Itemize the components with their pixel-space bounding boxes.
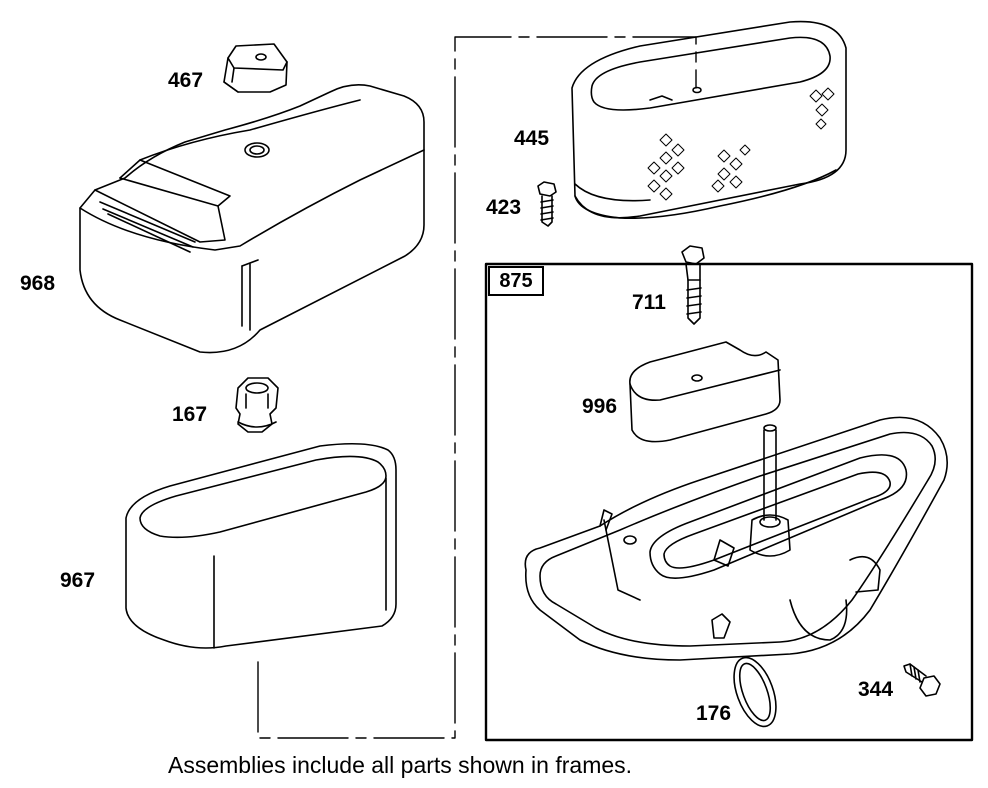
filter-diamond-pattern bbox=[647, 87, 835, 201]
part-967-precleaner bbox=[125, 442, 397, 649]
part-445-filter bbox=[571, 20, 847, 220]
part-711-bolt bbox=[681, 245, 705, 325]
label-344: 344 bbox=[858, 678, 894, 701]
label-968: 968 bbox=[20, 272, 56, 295]
assembly-875-tag: 875 bbox=[488, 266, 544, 296]
label-167: 167 bbox=[172, 403, 208, 426]
part-968-cover bbox=[79, 84, 425, 354]
part-875-base bbox=[524, 416, 948, 661]
label-445: 445 bbox=[514, 127, 550, 150]
label-711: 711 bbox=[632, 291, 666, 314]
connector-lines bbox=[257, 36, 697, 739]
diagram-caption: Assemblies include all parts shown in fr… bbox=[168, 752, 633, 778]
part-176-oring bbox=[733, 656, 777, 728]
part-467-knob bbox=[223, 43, 288, 93]
label-967: 967 bbox=[60, 569, 96, 592]
assembly-875-frame bbox=[484, 262, 974, 742]
label-176: 176 bbox=[696, 702, 732, 725]
part-996-plate bbox=[629, 341, 781, 443]
label-423: 423 bbox=[486, 196, 522, 219]
part-344-screw bbox=[903, 663, 941, 697]
label-467: 467 bbox=[168, 69, 204, 92]
label-996: 996 bbox=[582, 395, 618, 418]
part-423-screw bbox=[537, 181, 557, 227]
part-167-grommet bbox=[235, 377, 279, 433]
